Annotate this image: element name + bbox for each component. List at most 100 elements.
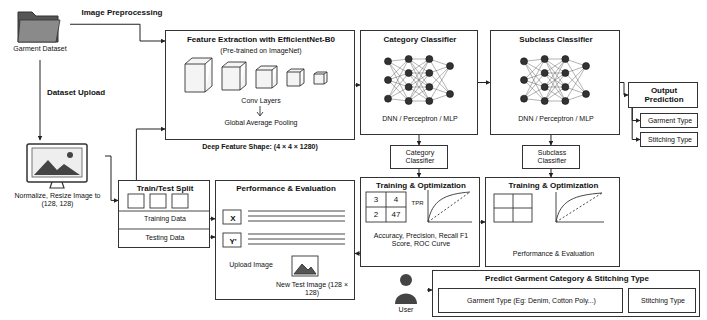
folder-icon bbox=[18, 20, 60, 42]
node-text: New Test Image (128 × 128) bbox=[271, 281, 353, 297]
flow-arrow bbox=[632, 108, 640, 121]
node-title: Predict Garment Category & Stitching Typ… bbox=[438, 274, 696, 283]
train-test-icons bbox=[118, 211, 210, 212]
user-icon bbox=[395, 274, 417, 304]
flow-arrow bbox=[419, 135, 420, 145]
node-title: Garment Dataset bbox=[10, 45, 70, 53]
node-text: Testing Data bbox=[121, 234, 209, 242]
neural-network-icon bbox=[541, 70, 548, 77]
neural-network-icon bbox=[426, 84, 433, 91]
classifier-tag: Category Classifier bbox=[390, 145, 448, 169]
node-title: Category Classifier bbox=[364, 35, 476, 44]
conv-layer-blocks bbox=[257, 106, 263, 116]
data-row-icons bbox=[248, 221, 345, 222]
node-title: Feature Extraction with EfficientNet-B0 bbox=[170, 35, 352, 44]
output-box: Output Prediction bbox=[628, 82, 698, 108]
neural-network-icon bbox=[562, 56, 569, 63]
node-title: Category Classifier bbox=[392, 149, 448, 165]
user-icon bbox=[400, 274, 412, 286]
user-node: User bbox=[385, 272, 427, 317]
roc-curve-icon bbox=[428, 190, 604, 222]
roc-curve-icon bbox=[428, 190, 472, 222]
process-box: Feature Extraction with EfficientNet-B0 (… bbox=[165, 30, 355, 140]
node-title: Subclass Classifier bbox=[524, 149, 580, 165]
node-text: Global Average Pooling bbox=[191, 119, 331, 127]
table-cell: 4 bbox=[386, 195, 406, 204]
neural-network-icon bbox=[405, 70, 412, 77]
train-test-icons bbox=[128, 194, 144, 208]
shape-note: Deep Feature Shape: (4 × 4 × 1280) bbox=[165, 143, 355, 151]
data-row-icons bbox=[223, 210, 241, 224]
neural-network-icon bbox=[426, 98, 433, 105]
user-icon bbox=[395, 294, 417, 305]
node-text: (Pre-trained on ImageNet) bbox=[170, 47, 352, 55]
node-text: Y' bbox=[224, 237, 242, 246]
flow-arrow bbox=[105, 156, 118, 200]
roc-curve-icon bbox=[556, 193, 602, 222]
flow-arrow bbox=[70, 24, 165, 41]
table-cell: 3 bbox=[366, 195, 386, 204]
confusion-matrix-icon bbox=[494, 208, 532, 209]
neural-network-icon bbox=[385, 56, 454, 105]
node-title: Training & Optimization bbox=[364, 181, 478, 190]
node-text: Accuracy, Precision, Recall F1 Score, RO… bbox=[366, 232, 476, 248]
node-title: Output Prediction bbox=[631, 86, 697, 104]
node-title: Normalize, Resize Image to (128, 128) bbox=[10, 192, 105, 208]
node-text: DNN / Perceptron / MLP bbox=[494, 115, 618, 123]
neural-network-icon bbox=[583, 91, 590, 98]
training-box: Training & OptimizationPerformance & Eva… bbox=[485, 177, 620, 267]
node-text: Conv Layers bbox=[221, 97, 301, 105]
node-text: Training Data bbox=[121, 215, 209, 223]
node-title: Stitching Type bbox=[631, 297, 695, 305]
neural-network-icon bbox=[447, 63, 454, 70]
neural-network-icon bbox=[409, 59, 430, 101]
neural-network-icon bbox=[545, 59, 566, 101]
axis-label: TPR bbox=[408, 200, 427, 207]
confusion-matrix-icon bbox=[366, 192, 532, 222]
data-row-icons bbox=[248, 239, 345, 240]
neural-network-icon bbox=[545, 59, 566, 101]
flow-arrow bbox=[551, 169, 552, 177]
flow-arrow bbox=[550, 135, 551, 145]
neural-network-icon bbox=[385, 95, 392, 102]
monitor-icon bbox=[32, 148, 82, 177]
dataset-icon-node: Garment Dataset bbox=[10, 5, 70, 60]
conv-layer-blocks bbox=[185, 58, 327, 116]
neural-network-icon bbox=[385, 77, 392, 84]
neural-network-icon bbox=[562, 98, 569, 105]
edge-label: Dataset Upload bbox=[45, 88, 107, 97]
neural-network-icon bbox=[521, 58, 528, 65]
node-text: Performance & Evaluation bbox=[489, 250, 618, 258]
neural-network-icon bbox=[405, 98, 412, 105]
data-row-icons bbox=[223, 233, 241, 247]
neural-network-icon bbox=[426, 70, 433, 77]
neural-network-icon bbox=[521, 95, 528, 102]
monitor-icon bbox=[50, 182, 64, 188]
split-box: Train/Test SplitTraining DataTesting Dat… bbox=[118, 180, 210, 248]
folder-icon bbox=[18, 12, 60, 42]
train-test-icons bbox=[118, 194, 210, 229]
train-test-icons bbox=[150, 194, 166, 208]
table-cell: 2 bbox=[366, 210, 386, 219]
flow-arrow bbox=[136, 129, 165, 180]
train-test-icons bbox=[172, 194, 188, 208]
conv-layer-blocks bbox=[185, 58, 212, 92]
roc-curve-icon bbox=[428, 192, 470, 222]
monitor-icon bbox=[34, 160, 80, 175]
confusion-matrix-icon bbox=[366, 207, 406, 208]
output-item: Garment Type bbox=[640, 113, 698, 128]
node-text: X bbox=[224, 214, 242, 223]
confusion-matrix-icon bbox=[366, 192, 406, 222]
monitor-icon bbox=[27, 144, 87, 188]
predict-item: Garment Type (Eg: Denim, Cotton Poly...) bbox=[438, 288, 623, 313]
flow-arrow bbox=[478, 82, 490, 83]
flow-arrow bbox=[419, 169, 420, 177]
confusion-matrix-icon bbox=[494, 194, 532, 222]
data-row-icons bbox=[248, 216, 345, 217]
node-title: Train/Test Split bbox=[121, 184, 209, 193]
neural-network-icon bbox=[562, 84, 569, 91]
neural-network-icon bbox=[409, 59, 430, 101]
flow-arrow bbox=[40, 60, 41, 140]
